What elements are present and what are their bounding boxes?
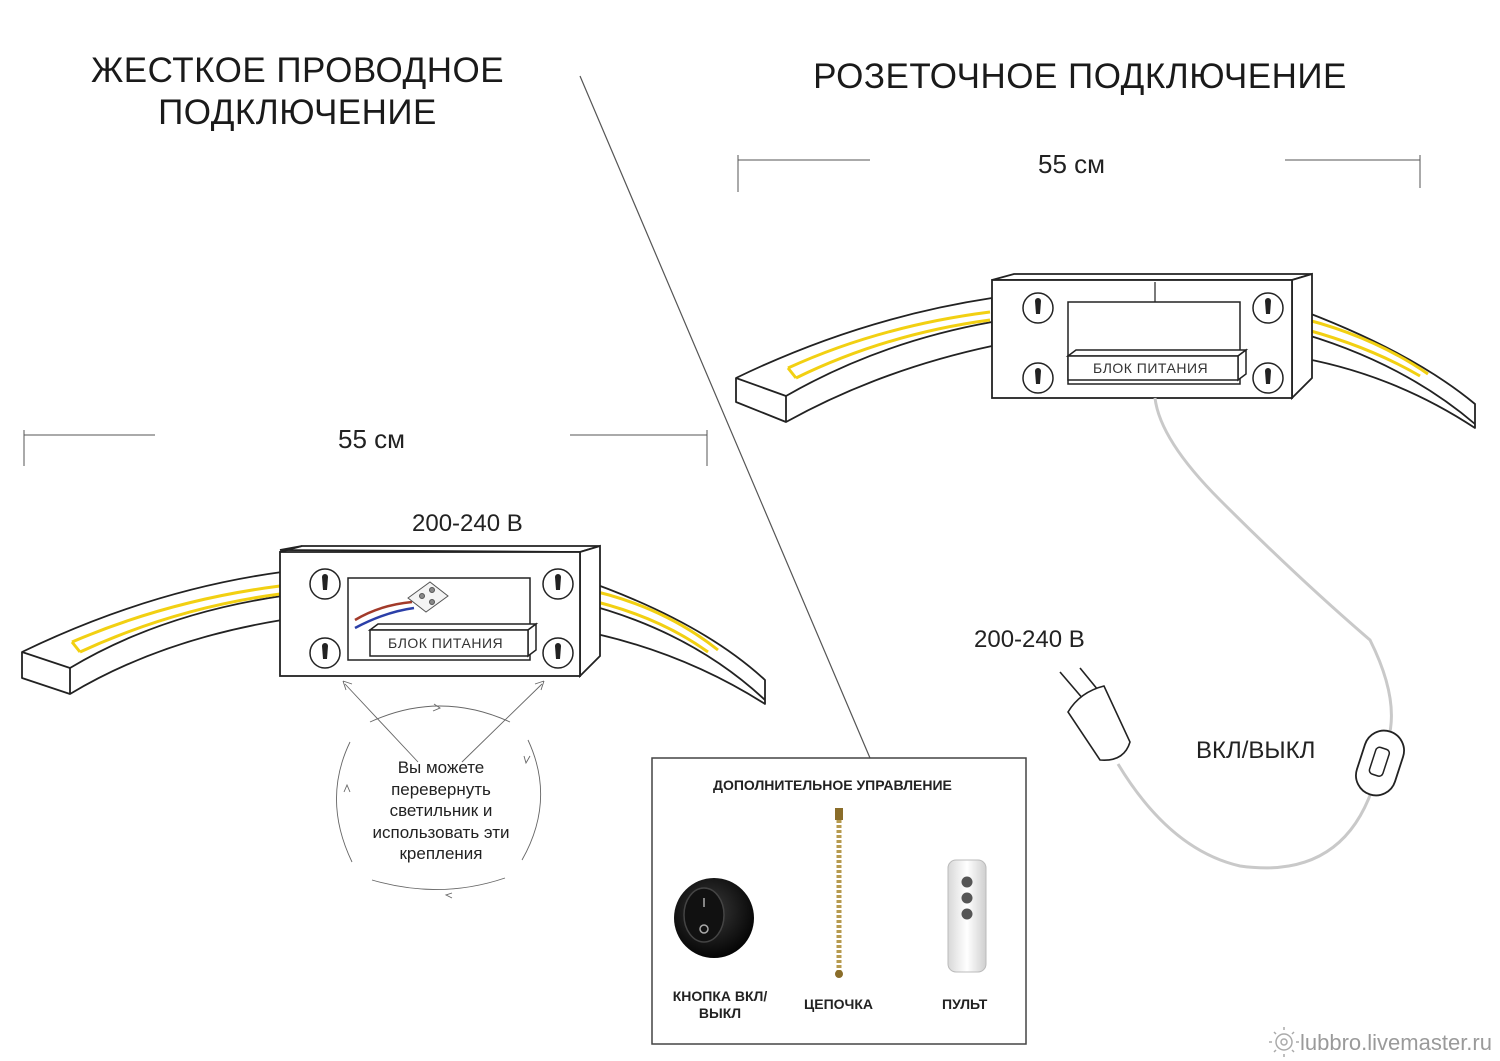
panel-title: ДОПОЛНИТЕЛЬНОЕ УПРАВЛЕНИЕ bbox=[713, 777, 952, 793]
switch-label: ВКЛ/ВЫКЛ bbox=[1196, 737, 1316, 764]
watermark-logo-icon bbox=[1269, 1027, 1299, 1057]
remote-icon bbox=[947, 859, 987, 973]
flip-note: Вы можете перевернуть светильник и испол… bbox=[372, 758, 510, 863]
divider-line bbox=[579, 75, 871, 759]
lamp-body-right bbox=[735, 297, 1476, 429]
dimension-line-left bbox=[23, 430, 708, 466]
plug-icon bbox=[1059, 667, 1131, 761]
voltage-label-left: 200-240 В bbox=[412, 510, 523, 537]
voltage-label-right: 200-240 В bbox=[974, 626, 1085, 653]
title-hardwired-line2: ПОДКЛЮЧЕНИЕ bbox=[158, 93, 437, 132]
panel-item-chain: ЦЕПОЧКА bbox=[804, 996, 874, 1012]
panel-item-button: КНОПКА ВКЛ/ВЫКЛ bbox=[672, 988, 768, 1021]
title-hardwired: ЖЕСТКОЕ ПРОВОДНОЕ ПОДКЛЮЧЕНИЕ bbox=[40, 50, 555, 134]
wire-blue bbox=[354, 606, 415, 630]
flip-arrows bbox=[336, 680, 545, 899]
wire-red bbox=[354, 600, 413, 622]
psu-label-right: БЛОК ПИТАНИЯ bbox=[1093, 360, 1209, 376]
power-supply-right bbox=[1065, 348, 1249, 382]
power-supply-left bbox=[367, 622, 539, 658]
pull-chain-icon bbox=[835, 808, 843, 978]
title-hardwired-line1: ЖЕСТКОЕ ПРОВОДНОЕ bbox=[90, 51, 505, 90]
power-cord bbox=[1116, 763, 1374, 870]
dimension-line-right bbox=[737, 155, 1421, 192]
rocker-button-icon bbox=[674, 878, 754, 958]
panel-item-remote: ПУЛЬТ bbox=[942, 996, 988, 1012]
dimension-label-left: 55 см bbox=[338, 424, 406, 454]
psu-label-left: БЛОК ПИТАНИЯ bbox=[388, 635, 504, 651]
power-cord bbox=[1153, 397, 1393, 741]
terminal-block-icon bbox=[407, 581, 449, 613]
title-socket: РОЗЕТОЧНОЕ ПОДКЛЮЧЕНИЕ bbox=[813, 57, 1347, 96]
watermark: lubbro.livemaster.ru bbox=[1300, 1030, 1492, 1055]
dimension-label-right: 55 см bbox=[1038, 149, 1106, 179]
inline-switch-icon bbox=[1355, 729, 1405, 797]
